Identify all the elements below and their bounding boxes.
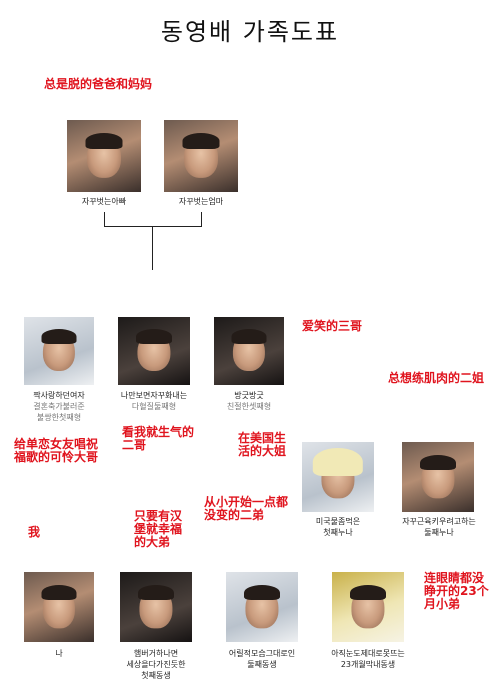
y2-caption: 어릴적모습그대로인: [228, 649, 296, 658]
tree-line: [104, 226, 202, 227]
me-photo: [24, 572, 94, 642]
second-brother-annotation: 看我就生气的二哥: [122, 425, 195, 452]
y2-photo: [226, 572, 298, 642]
bro1-photo: [24, 317, 94, 385]
sis2-caption2: 둘째누나: [424, 528, 454, 537]
first-brother-annotation: 给单恋女友唱祝福歌的可怜大哥: [14, 437, 99, 464]
y3-caption2: 23개월막내동생: [340, 660, 396, 669]
sis2-caption: 자꾸근육키우려고하는: [402, 517, 476, 526]
first-younger-annotation: 只要有汉堡就幸福的大弟: [134, 509, 183, 549]
dad-photo: [67, 120, 141, 192]
bro1-caption2: 결혼축가불러준: [33, 402, 85, 411]
bro3-photo: [214, 317, 284, 385]
youngest-annotation: 连眼睛都没睁开的23个月小弟: [424, 571, 489, 611]
y2-caption2: 둘째동생: [247, 660, 277, 669]
sis1-caption: 미국물좀먹은: [315, 517, 361, 526]
dad-caption: 자꾸벗는아빠: [81, 197, 127, 206]
sis1-photo: [302, 442, 374, 512]
y3-caption: 아직눈도제대로못뜨는: [331, 649, 405, 658]
parents-annotation: 总是脱的爸爸和妈妈: [44, 77, 153, 91]
tree-line: [152, 226, 153, 270]
y1-caption: 햄버거하나면: [133, 649, 179, 658]
me-caption: 나: [55, 649, 63, 658]
page-title: 동영배 가족도표: [160, 18, 340, 46]
bro2-photo: [118, 317, 190, 385]
first-sister-annotation: 在美国生活的大姐: [238, 431, 287, 458]
y1-photo: [120, 572, 192, 642]
me-annotation: 我: [28, 525, 41, 539]
y1-caption2: 세상을다가진듯한: [126, 660, 186, 669]
sis1-caption2: 첫째누나: [323, 528, 353, 537]
bro3-caption: 방긋방긋: [234, 391, 264, 400]
second-sister-annotation: 总想练肌肉的二姐: [388, 371, 485, 385]
bro1-caption: 짝사랑하던여자: [33, 391, 85, 400]
tree-line: [201, 212, 202, 226]
bro1-caption3: 불쌍한첫째형: [36, 413, 82, 422]
bro3-caption2: 친절한셋째형: [226, 402, 272, 411]
tree-line: [104, 212, 105, 226]
y3-photo: [332, 572, 404, 642]
third-brother-annotation: 爱笑的三哥: [302, 319, 363, 333]
mom-caption: 자꾸벗는엄마: [178, 197, 224, 206]
sis2-photo: [402, 442, 474, 512]
second-younger-annotation: 从小开始一点都没变的二弟: [204, 495, 289, 522]
bro2-caption2: 다혈질둘째형: [131, 402, 177, 411]
y1-caption3: 첫째동생: [141, 671, 171, 680]
mom-photo: [164, 120, 238, 192]
bro2-caption: 나만보면자꾸화내는: [120, 391, 188, 400]
